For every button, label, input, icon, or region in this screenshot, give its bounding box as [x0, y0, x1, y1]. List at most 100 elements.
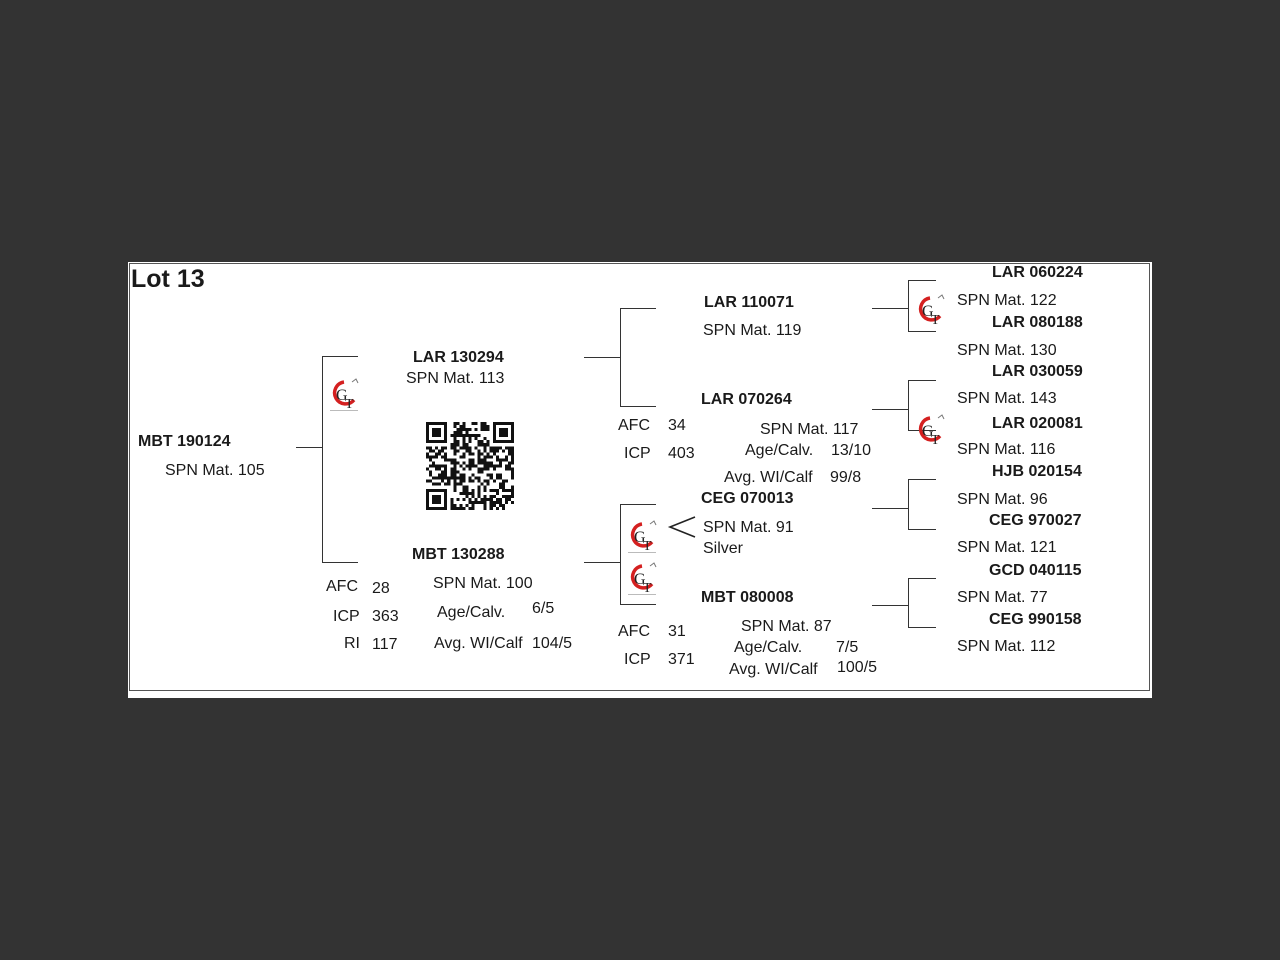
logo-letter-g: G: [634, 571, 646, 588]
bracket-line: [872, 308, 908, 309]
sire-spn: SPN Mat. 113: [406, 370, 505, 387]
dam-dam-age-value: 7/5: [836, 639, 859, 656]
ggp-8-spn: SPN Mat. 112: [957, 638, 1056, 655]
dam-dam-afc-value: 31: [668, 623, 686, 640]
dam-age-value: 6/5: [532, 600, 555, 617]
logo-letter-t: T: [345, 397, 354, 412]
dam-dam-icp-value: 371: [668, 651, 695, 668]
sire-dam-afc-value: 34: [668, 417, 686, 434]
logo-letter-t: T: [643, 581, 652, 596]
dam-ri-value: 117: [372, 636, 398, 653]
dam-ri-label: RI: [344, 635, 360, 652]
sire-dam-afc-label: AFC: [618, 417, 650, 434]
gt-logo-icon: G T: [918, 414, 945, 448]
dam-dam-afc-label: AFC: [618, 623, 650, 640]
dam-age-label: Age/Calv.: [437, 604, 506, 621]
bracket-line: [908, 578, 909, 627]
bracket-line: [620, 504, 621, 604]
bracket-line: [908, 578, 936, 579]
dam-dam-avg-value: 100/5: [837, 659, 878, 676]
sire-sire-id: LAR 110071: [704, 294, 794, 311]
dam-sire-note: Silver: [703, 540, 744, 557]
sire-dam-age-label: Age/Calv.: [745, 442, 814, 459]
qr-code-icon: [426, 422, 514, 510]
bracket-line: [620, 308, 621, 406]
bracket-line: [620, 604, 656, 605]
ggp-5-spn: SPN Mat. 96: [957, 491, 1048, 508]
sire-dam-avg-label: Avg. WI/Calf: [724, 469, 813, 486]
dam-dam-avg-label: Avg. WI/Calf: [729, 661, 818, 678]
bracket-line: [908, 479, 909, 529]
ggp-1-spn: SPN Mat. 122: [957, 292, 1057, 309]
ggp-7-spn: SPN Mat. 77: [957, 589, 1048, 606]
logo-letter-t: T: [931, 433, 940, 448]
bracket-line: [908, 380, 909, 430]
ggp-2-id: LAR 080188: [992, 314, 1083, 331]
dam-avg-value: 104/5: [532, 635, 573, 652]
dam-icp-label: ICP: [333, 608, 360, 625]
ggp-1-id: LAR 060224: [992, 264, 1083, 281]
logo-letter-g: G: [922, 303, 934, 320]
pedigree-sheet: Lot 13 MBT 190124 SPN Mat. 105 G T LAR 1…: [128, 262, 1152, 698]
bracket-line: [584, 357, 620, 358]
bracket-line: [620, 308, 656, 309]
ggp-6-spn: SPN Mat. 121: [957, 539, 1057, 556]
subject-id: MBT 190124: [138, 433, 231, 450]
gt-logo-icon: G T: [628, 562, 657, 596]
bracket-line: [908, 380, 936, 381]
ggp-7-id: GCD 040115: [989, 562, 1082, 579]
logo-letter-g: G: [336, 387, 348, 404]
bracket-line: [322, 562, 358, 563]
ggp-4-spn: SPN Mat. 116: [957, 441, 1056, 458]
bracket-line: [620, 504, 656, 505]
bracket-line: [908, 529, 936, 530]
dam-dam-icp-label: ICP: [624, 651, 651, 668]
subject-spn: SPN Mat. 105: [165, 462, 265, 479]
ggp-6-id: CEG 970027: [989, 512, 1082, 529]
logo-letter-t: T: [931, 313, 940, 328]
bracket-line: [908, 280, 909, 331]
ggp-3-spn: SPN Mat. 143: [957, 390, 1057, 407]
gt-logo-icon: G T: [330, 378, 359, 412]
dam-afc-value: 28: [372, 580, 390, 597]
logo-letter-g: G: [922, 423, 934, 440]
ggp-5-id: HJB 020154: [992, 463, 1082, 480]
gt-logo-icon: G T: [918, 294, 945, 328]
sire-id: LAR 130294: [413, 349, 504, 366]
sire-dam-id: LAR 070264: [701, 391, 792, 408]
dam-id: MBT 130288: [412, 546, 505, 563]
sire-dam-avg-value: 99/8: [830, 469, 862, 486]
sire-dam-age-value: 13/10: [831, 442, 872, 459]
dam-sire-id: CEG 070013: [701, 490, 794, 507]
bracket-line: [322, 356, 323, 562]
bracket-line: [872, 605, 908, 606]
bracket-line: [908, 331, 936, 332]
dam-spn: SPN Mat. 100: [433, 575, 533, 592]
logo-letter-t: T: [643, 539, 652, 554]
bracket-line: [908, 280, 936, 281]
chevron-left-icon: [667, 516, 696, 538]
sire-sire-spn: SPN Mat. 119: [703, 322, 802, 339]
bracket-line: [908, 627, 936, 628]
pedigree-frame: [129, 263, 1150, 691]
lot-title: Lot 13: [131, 265, 205, 293]
dam-avg-label: Avg. WI/Calf: [434, 635, 523, 652]
bracket-line: [322, 356, 358, 357]
dam-icp-value: 363: [372, 608, 399, 625]
dam-afc-label: AFC: [326, 578, 358, 595]
dam-dam-age-label: Age/Calv.: [734, 639, 803, 656]
ggp-2-spn: SPN Mat. 130: [957, 342, 1057, 359]
gt-logo-icon: G T: [628, 520, 657, 554]
bracket-line: [620, 406, 656, 407]
bracket-line: [584, 562, 620, 563]
ggp-8-id: CEG 990158: [989, 611, 1082, 628]
logo-letter-g: G: [634, 529, 646, 546]
ggp-3-id: LAR 030059: [992, 363, 1083, 380]
dam-sire-spn: SPN Mat. 91: [703, 519, 794, 536]
sire-dam-icp-value: 403: [668, 445, 695, 462]
dam-dam-spn: SPN Mat. 87: [741, 618, 832, 635]
bracket-line: [872, 409, 908, 410]
sire-dam-spn: SPN Mat. 117: [760, 421, 859, 438]
sire-dam-icp-label: ICP: [624, 445, 651, 462]
dam-dam-id: MBT 080008: [701, 589, 794, 606]
